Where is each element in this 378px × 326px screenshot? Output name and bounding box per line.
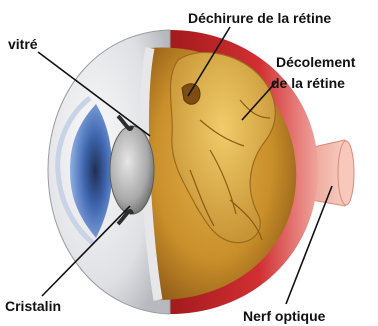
retinal-detachment-label-line2: de la rétine — [271, 75, 345, 92]
retinal-tear-mark — [182, 84, 200, 105]
retinal-tear-label: Déchirure de la rétine — [188, 10, 331, 27]
optic-nerve-label: Nerf optique — [243, 308, 325, 325]
vitreous-label: vitré — [8, 36, 38, 53]
retinal-detachment-label-line1: Décolement — [276, 54, 355, 71]
lens-label: Cristalin — [5, 298, 61, 315]
lens-shape — [110, 126, 154, 214]
